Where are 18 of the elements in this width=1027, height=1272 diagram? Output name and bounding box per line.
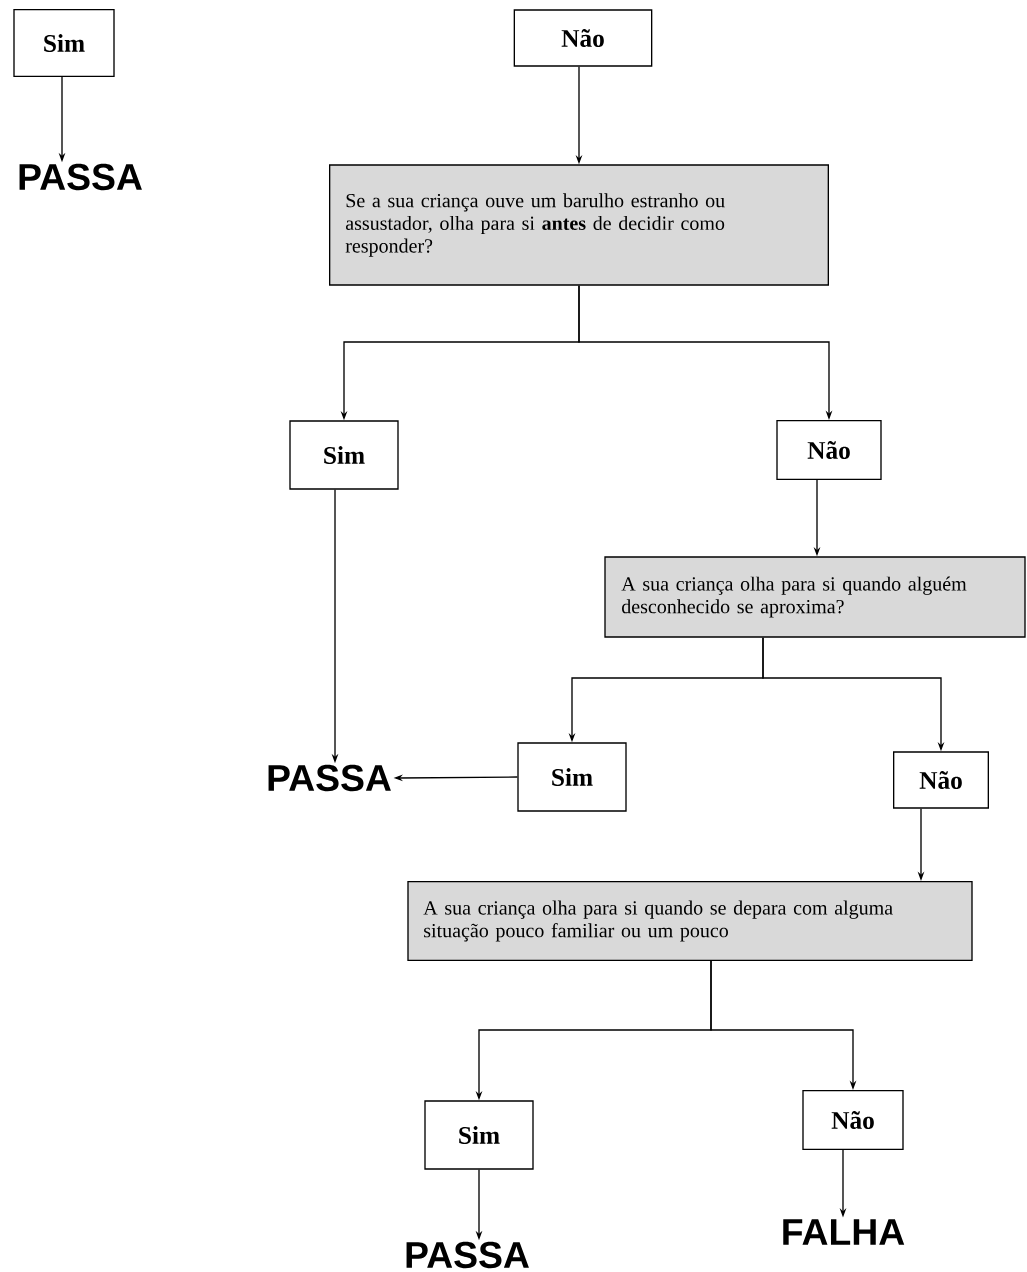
answer-box: Não	[802, 1090, 904, 1150]
answer-box: Sim	[517, 742, 627, 812]
result-text: PASSA	[268, 764, 391, 792]
answer-box: Sim	[424, 1100, 534, 1170]
answer-box: Não	[893, 751, 989, 809]
question-text: Se a sua criança ouve um barulho estranho ou assustador, olha para si antes de decidir como responder?	[345, 193, 725, 257]
question-box	[407, 881, 973, 961]
question-text: A sua criança olha para si quando se depara com alguma situação pouco familiar ou um pouco	[423, 900, 893, 942]
answer-box: Sim	[13, 9, 115, 77]
answer-box: Sim	[289, 420, 399, 490]
question-box	[329, 164, 829, 286]
question-box	[604, 556, 1026, 638]
answer-box: Não	[776, 420, 882, 480]
result-text: PASSA	[406, 1241, 529, 1269]
answer-box: Não	[513, 9, 653, 67]
question-text: A sua criança olha para si quando alguém desconhecido se aproxima?	[621, 576, 967, 618]
result-text: PASSA	[19, 163, 142, 191]
result-text: FALHA	[783, 1219, 905, 1245]
